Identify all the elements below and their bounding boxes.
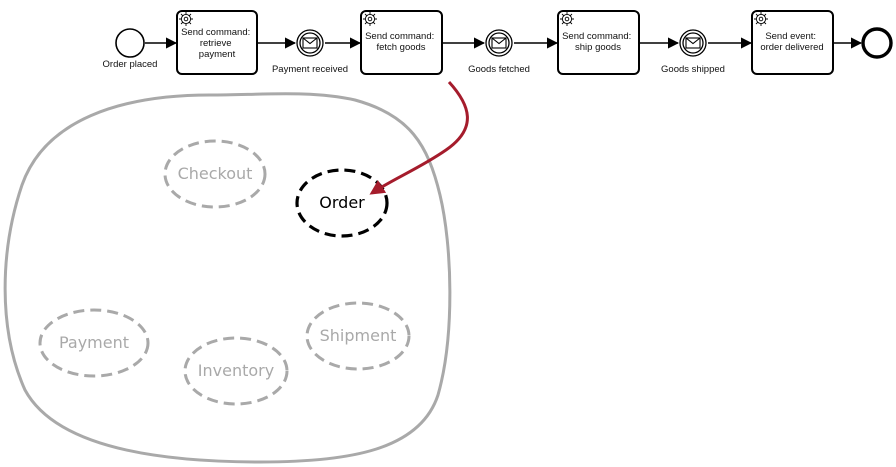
envelope-icon [296, 29, 324, 57]
task-label-line: Send command: [365, 31, 434, 42]
task-ship-goods[interactable]: Send command: ship goods [557, 10, 640, 75]
service-inventory[interactable]: Inventory [183, 336, 289, 406]
message-event-goods-fetched[interactable] [485, 29, 513, 57]
highlight-arrow [369, 80, 469, 195]
message-event-payment-received[interactable] [296, 29, 324, 57]
svg-text:Send command: fetch go: Send command: fetch goods [365, 31, 437, 53]
task-label-line: payment [199, 49, 236, 60]
task-label-line: retrieve [200, 38, 232, 49]
service-checkout[interactable]: Checkout [163, 139, 267, 209]
service-order[interactable]: Order [295, 168, 389, 238]
service-shipment[interactable]: Shipment [305, 301, 411, 371]
service-label: Checkout [178, 164, 253, 183]
task-label-line: fetch goods [376, 42, 425, 53]
task-order-delivered[interactable]: Send event: order delivered [751, 10, 834, 75]
task-label-line: order delivered [760, 42, 823, 53]
task-label-line: Send event: [765, 31, 816, 42]
task-label-line: Send command: [562, 31, 631, 42]
bpmn-process: Order placed Send command: retrieve paym… [103, 10, 893, 75]
envelope-icon [679, 29, 707, 57]
svg-text:Send command: ship goo: Send command: ship goods [562, 31, 634, 53]
message-event-label: Goods shipped [661, 64, 725, 75]
svg-text:Send command: retrieve: Send command: retrieve payment [181, 27, 253, 60]
service-payment[interactable]: Payment [38, 308, 150, 378]
svg-text:Send event: order deli: Send event: order delivered [760, 31, 823, 53]
task-label-line: Send command: [181, 27, 250, 38]
end-event[interactable] [861, 27, 893, 59]
start-event[interactable] [115, 28, 145, 58]
envelope-icon [485, 29, 513, 57]
message-event-goods-shipped[interactable] [679, 29, 707, 57]
start-event-label: Order placed [103, 59, 158, 70]
service-label: Order [319, 193, 365, 212]
service-label: Payment [59, 333, 129, 352]
message-event-label: Goods fetched [468, 64, 530, 75]
task-fetch-goods[interactable]: Send command: fetch goods [360, 10, 443, 75]
service-label: Inventory [198, 361, 274, 380]
task-retrieve-payment[interactable]: Send command: retrieve payment [176, 10, 258, 75]
service-label: Shipment [320, 326, 397, 345]
message-event-label: Payment received [272, 64, 348, 75]
system-boundary [3, 92, 452, 464]
task-label-line: ship goods [575, 42, 621, 53]
